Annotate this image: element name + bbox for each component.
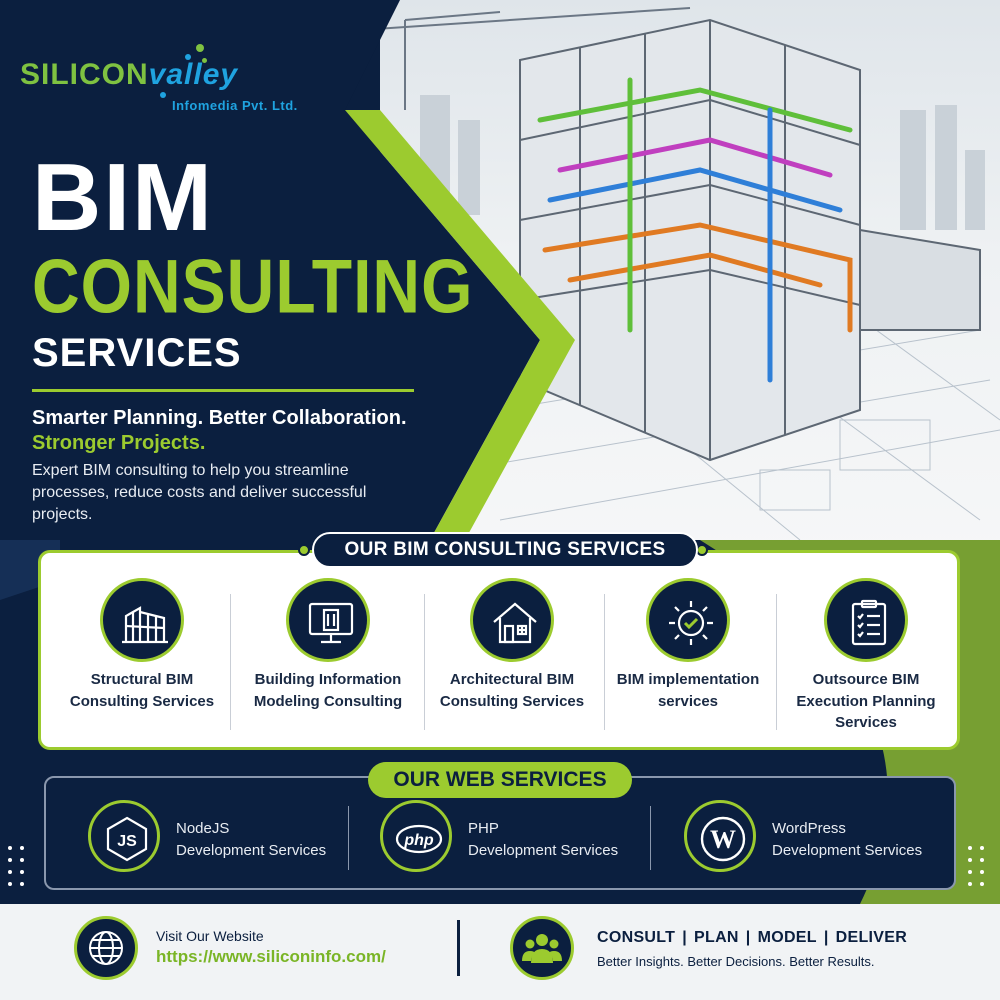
- nodejs-icon-text: JS: [117, 833, 137, 850]
- hero-tagline: Smarter Planning. Better Collaboration.: [32, 407, 407, 429]
- web-service-nodejs[interactable]: JS NodeJS Development Services: [88, 800, 348, 880]
- service-label: Building Information Modeling Consulting: [253, 671, 403, 710]
- web-service-label: WordPress Development Services: [772, 818, 972, 862]
- service-label: Outsource BIM Execution Planning Service…: [796, 671, 936, 731]
- dot-pattern-icon: [8, 846, 38, 886]
- service-architectural-bim[interactable]: Architectural BIM Consulting Services: [422, 574, 602, 744]
- wordpress-icon: W: [684, 800, 756, 872]
- house-icon: [470, 578, 554, 662]
- hero-description: Expert BIM consulting to help you stream…: [32, 462, 367, 523]
- step-deliver: DELIVER: [835, 929, 908, 946]
- service-bim-execution-planning[interactable]: Outsource BIM Execution Planning Service…: [776, 574, 956, 744]
- service-bim-implementation[interactable]: BIM implementation services: [598, 574, 778, 744]
- footer-bar: [0, 904, 1000, 1000]
- hero-underline: [32, 389, 414, 392]
- logo-wordmark: SILICONvalley: [20, 58, 238, 92]
- service-divider: [424, 594, 425, 730]
- results-tagline: Better Insights. Better Decisions. Bette…: [597, 954, 875, 969]
- structure-icon: [100, 578, 184, 662]
- service-structural-bim[interactable]: Structural BIM Consulting Services: [52, 574, 232, 744]
- logo-dot-icon: [185, 54, 191, 60]
- logo-dot-icon: [202, 58, 207, 63]
- nodejs-icon: JS: [88, 800, 160, 872]
- service-divider: [230, 594, 231, 730]
- website-link[interactable]: https://www.siliconinfo.com/: [156, 947, 386, 966]
- web-service-divider: [650, 806, 651, 870]
- logo-dot-icon: [160, 92, 166, 98]
- header-dot-icon: [298, 544, 310, 556]
- web-service-type: Development Services: [176, 842, 327, 859]
- service-label: Structural BIM Consulting Services: [69, 671, 215, 710]
- step-plan: PLAN: [694, 929, 739, 946]
- web-service-label: PHP Development Services: [468, 818, 668, 862]
- brand-logo[interactable]: SILICONvalley Infomedia Pvt. Ltd.: [20, 40, 340, 130]
- web-service-divider: [348, 806, 349, 870]
- footer-divider: [457, 920, 460, 976]
- web-service-name: WordPress: [772, 820, 846, 837]
- service-divider: [776, 594, 777, 730]
- web-service-name: PHP: [468, 820, 499, 837]
- service-divider: [604, 594, 605, 730]
- web-service-php[interactable]: php PHP Development Services: [380, 800, 640, 880]
- web-service-wordpress[interactable]: W WordPress Development Services: [684, 800, 944, 880]
- hero-title-bim: BIM: [32, 144, 214, 251]
- web-service-label: NodeJS Development Services: [176, 818, 376, 862]
- globe-icon: [74, 916, 138, 980]
- web-service-type: Development Services: [468, 842, 619, 859]
- php-icon: php: [380, 800, 452, 872]
- hero-title-services: SERVICES: [32, 331, 242, 375]
- logo-dot-icon: [196, 44, 204, 52]
- process-steps: CONSULT | PLAN | MODEL | DELIVER: [597, 929, 907, 947]
- step-separator: |: [745, 929, 751, 946]
- team-icon: [510, 916, 574, 980]
- php-icon-text: php: [403, 832, 434, 849]
- gear-check-icon: [646, 578, 730, 662]
- bim-services-heading: OUR BIM CONSULTING SERVICES: [312, 532, 698, 568]
- dot-pattern-icon: [968, 846, 998, 886]
- web-service-name: NodeJS: [176, 820, 230, 837]
- step-consult: CONSULT: [597, 929, 676, 946]
- service-bim-modeling[interactable]: Building Information Modeling Consulting: [238, 574, 418, 744]
- hero-title-consulting: CONSULTING: [32, 243, 474, 329]
- logo-silicon: SILICON: [20, 58, 149, 91]
- visit-website-label: Visit Our Website: [156, 928, 264, 944]
- monitor-building-icon: [286, 578, 370, 662]
- step-separator: |: [823, 929, 829, 946]
- logo-company: Infomedia Pvt. Ltd.: [172, 98, 298, 113]
- logo-valley: valley: [148, 58, 239, 91]
- service-label: Architectural BIM Consulting Services: [439, 671, 585, 710]
- hero-tagline-highlight: Stronger Projects.: [32, 432, 206, 454]
- web-service-type: Development Services: [772, 842, 923, 859]
- web-services-heading: OUR WEB SERVICES: [368, 762, 632, 798]
- step-separator: |: [682, 929, 688, 946]
- step-model: MODEL: [757, 929, 817, 946]
- clipboard-checklist-icon: [824, 578, 908, 662]
- service-label: BIM implementation services: [616, 671, 760, 710]
- wordpress-icon-text: W: [710, 825, 736, 854]
